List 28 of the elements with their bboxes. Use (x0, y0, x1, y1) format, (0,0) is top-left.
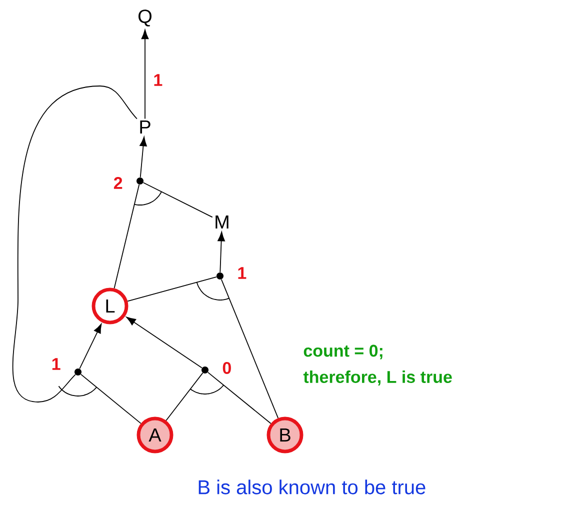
node-label: M (216, 215, 228, 229)
connector (126, 316, 202, 368)
count-label: 1 (238, 267, 246, 279)
connector (79, 324, 102, 370)
connector (127, 276, 217, 302)
count-label: 1 (154, 74, 162, 86)
connector (12, 86, 138, 402)
caption-text: B is also known to be true (198, 480, 426, 494)
connector (142, 182, 213, 218)
node-label: P (140, 120, 150, 134)
note-text: count = 0; (304, 344, 382, 360)
junction-dot (216, 272, 224, 280)
note-text: therefore, L is true (303, 370, 452, 386)
junction-dot (74, 368, 82, 376)
connector (220, 278, 279, 419)
connector (218, 232, 225, 273)
connector (140, 136, 147, 178)
node-label: Q (138, 10, 152, 26)
junction-dot (202, 366, 208, 374)
count-label: 1 (52, 358, 60, 370)
connector (207, 372, 272, 424)
junction-dot (136, 178, 144, 184)
connector (141, 30, 149, 120)
connector (114, 184, 140, 289)
count-label: 2 (114, 177, 122, 189)
connector (166, 372, 204, 421)
connector (80, 374, 142, 424)
count-label: 0 (222, 362, 231, 374)
